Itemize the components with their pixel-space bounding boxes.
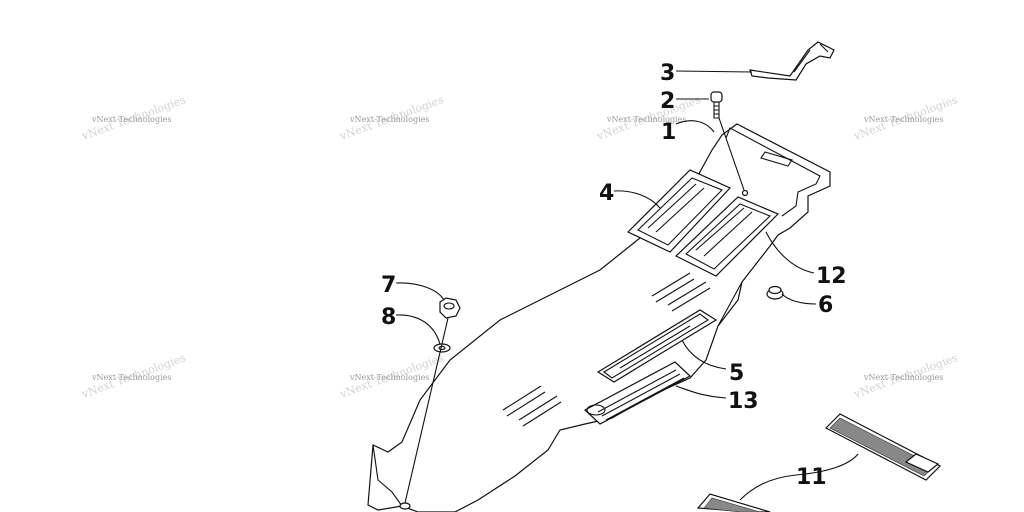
skid-plate-fold <box>717 281 743 327</box>
leader-lines <box>395 70 859 501</box>
leader-12 <box>765 231 815 274</box>
callout-3: 3 <box>660 61 675 86</box>
strip-part-11 <box>696 413 942 512</box>
screw-part-2 <box>710 91 749 197</box>
skid-plate-slot <box>760 151 793 167</box>
callout-6: 6 <box>818 293 833 318</box>
leader-6 <box>781 293 817 305</box>
leader-8 <box>395 314 441 345</box>
leader-7 <box>395 282 445 301</box>
callout-4: 4 <box>599 181 614 206</box>
leader-11 <box>739 453 859 501</box>
leader-5 <box>681 339 727 370</box>
skid-plate-bolt-hole <box>399 502 411 510</box>
watermark-text: vNext Technologies <box>349 115 429 124</box>
watermark: vNext Technologies vNext Technologies <box>79 93 187 143</box>
callout-11: 11 <box>796 465 827 490</box>
callout-12: 12 <box>816 264 847 289</box>
leader-4 <box>613 190 661 209</box>
nut-part-7 <box>439 297 461 319</box>
decal-4 <box>626 169 732 253</box>
watermark-text: vNext Technologies <box>91 373 171 382</box>
watermark: vNext Technologies vNext Technologies <box>337 93 445 143</box>
watermark: vNext Technologies vNext Technologies <box>851 93 959 143</box>
leader-1 <box>675 120 715 133</box>
decal-13 <box>583 361 692 425</box>
assembly-line-nut <box>404 317 449 504</box>
watermark: vNext Technologies vNext Technologies <box>594 93 702 143</box>
leader-3 <box>675 70 753 73</box>
watermark-text: vNext Technologies <box>349 373 429 382</box>
callout-7: 7 <box>381 273 396 298</box>
watermark-text: vNext Technologies <box>91 115 171 124</box>
callout-13: 13 <box>728 389 759 414</box>
leader-13 <box>675 385 727 399</box>
latch-part-3 <box>749 41 835 81</box>
watermark-text: vNext Technologies <box>863 373 943 382</box>
callout-1: 1 <box>661 120 676 145</box>
grommet-part-6 <box>766 285 784 300</box>
callout-8: 8 <box>381 305 396 330</box>
watermark-text: vNext Technologies <box>863 115 943 124</box>
skid-plate-ribs <box>502 272 711 427</box>
skid-plate-inner-edge <box>725 127 821 217</box>
decal-5 <box>596 309 718 383</box>
callouts: 1 2 3 4 5 6 7 8 11 12 13 <box>381 61 847 490</box>
watermark: vNext Technologies vNext Technologies <box>851 351 959 401</box>
callout-2: 2 <box>660 89 675 114</box>
callout-5: 5 <box>729 361 744 386</box>
decal-12 <box>674 196 780 277</box>
watermark: vNext Technologies vNext Technologies <box>79 351 187 401</box>
skid-plate-rear-flange <box>372 444 403 507</box>
watermark-text: vNext Technologies <box>606 115 686 124</box>
